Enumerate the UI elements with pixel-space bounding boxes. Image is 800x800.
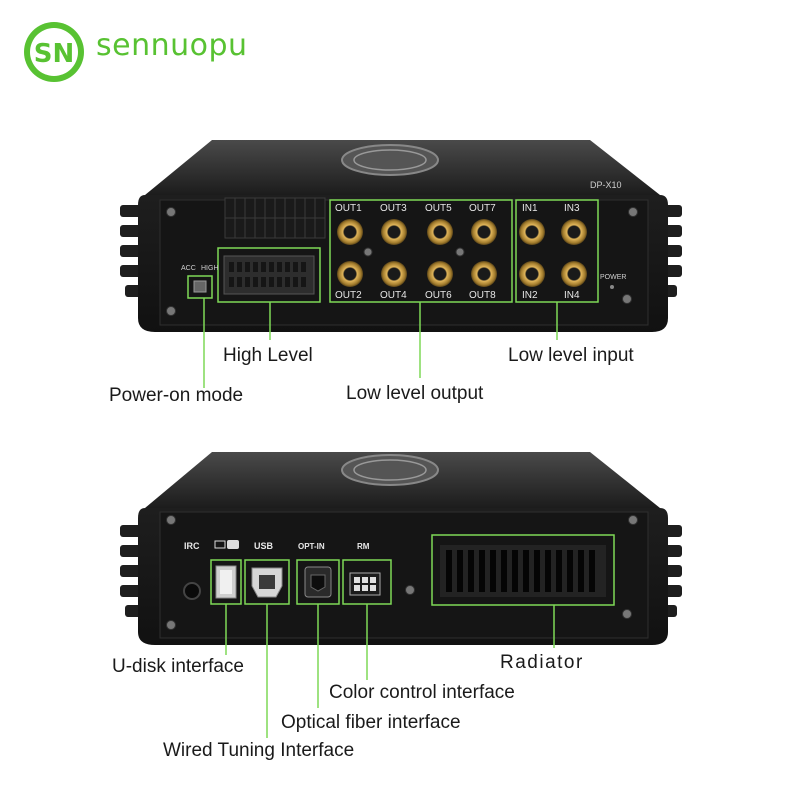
label-out6: OUT6 — [425, 290, 452, 301]
switch-label-high: HIGH — [201, 265, 219, 272]
label-out1: OUT1 — [335, 203, 362, 214]
top-model-label: DP-X10 — [590, 180, 622, 190]
bottom-device: IRC USB OPT-IN RM — [120, 452, 682, 738]
label-irc: IRC — [184, 541, 200, 551]
rca-out3 — [381, 219, 407, 245]
low-level-output-highlight — [329, 199, 513, 303]
high-level-connector — [223, 255, 315, 295]
top-screws — [166, 207, 638, 316]
rca-in1 — [519, 219, 545, 245]
rca-in3 — [561, 219, 587, 245]
top-pin-table — [224, 197, 326, 239]
bottom-callout-lines — [225, 604, 555, 738]
power-mode-switch — [193, 280, 207, 293]
label-out4: OUT4 — [380, 290, 407, 301]
label-in2: IN2 — [522, 290, 538, 301]
top-callout-lines — [203, 298, 558, 388]
brand-name: sennuopu — [96, 28, 248, 63]
switch-label-acc: ACC — [181, 265, 196, 272]
radiator-slots — [446, 550, 595, 592]
rca-in2 — [519, 261, 545, 287]
top-device: DP-X10 — [120, 140, 682, 388]
callout-u-disk: U-disk interface — [112, 656, 244, 677]
brand-logo: SN — [22, 20, 86, 84]
rca-out7 — [471, 219, 497, 245]
brand-logo-icon: SN — [24, 22, 84, 82]
power-led-label: POWER — [600, 274, 626, 281]
label-out2: OUT2 — [335, 290, 362, 301]
u-disk-icon — [214, 540, 239, 549]
rca-out6 — [427, 261, 453, 287]
callout-power-on-mode: Power-on mode — [109, 385, 244, 406]
label-in4: IN4 — [564, 290, 580, 301]
callout-optical-fiber: Optical fiber interface — [281, 712, 461, 733]
irc-jack — [183, 582, 201, 600]
rm-port — [349, 572, 381, 596]
bottom-screws — [166, 515, 638, 630]
label-opt-in: OPT-IN — [298, 542, 325, 551]
output-jacks — [337, 219, 497, 287]
label-out7: OUT7 — [469, 203, 496, 214]
label-out8: OUT8 — [469, 290, 496, 301]
radiator-highlight — [431, 534, 615, 606]
rca-out1 — [337, 219, 363, 245]
rca-out5 — [427, 219, 453, 245]
callout-high-level: High Level — [223, 345, 313, 366]
high-level-highlight — [217, 247, 321, 303]
rca-in4 — [561, 261, 587, 287]
label-in3: IN3 — [564, 203, 580, 214]
callout-radiator: Radiator — [500, 652, 584, 673]
input-jacks — [519, 219, 587, 287]
label-rm: RM — [357, 542, 370, 551]
label-usb: USB — [254, 541, 274, 551]
rca-out4 — [381, 261, 407, 287]
brand-logo-letters: SN — [34, 39, 75, 69]
rca-out8 — [471, 261, 497, 287]
rca-out2 — [337, 261, 363, 287]
label-out5: OUT5 — [425, 203, 452, 214]
callout-low-level-output: Low level output — [346, 383, 484, 404]
callout-color-control: Color control interface — [329, 682, 515, 703]
power-mode-highlight — [187, 275, 213, 299]
label-out3: OUT3 — [380, 203, 407, 214]
label-in1: IN1 — [522, 203, 538, 214]
callout-low-level-input: Low level input — [508, 345, 634, 366]
power-led — [610, 285, 614, 289]
callout-wired-tuning: Wired Tuning Interface — [163, 740, 355, 761]
